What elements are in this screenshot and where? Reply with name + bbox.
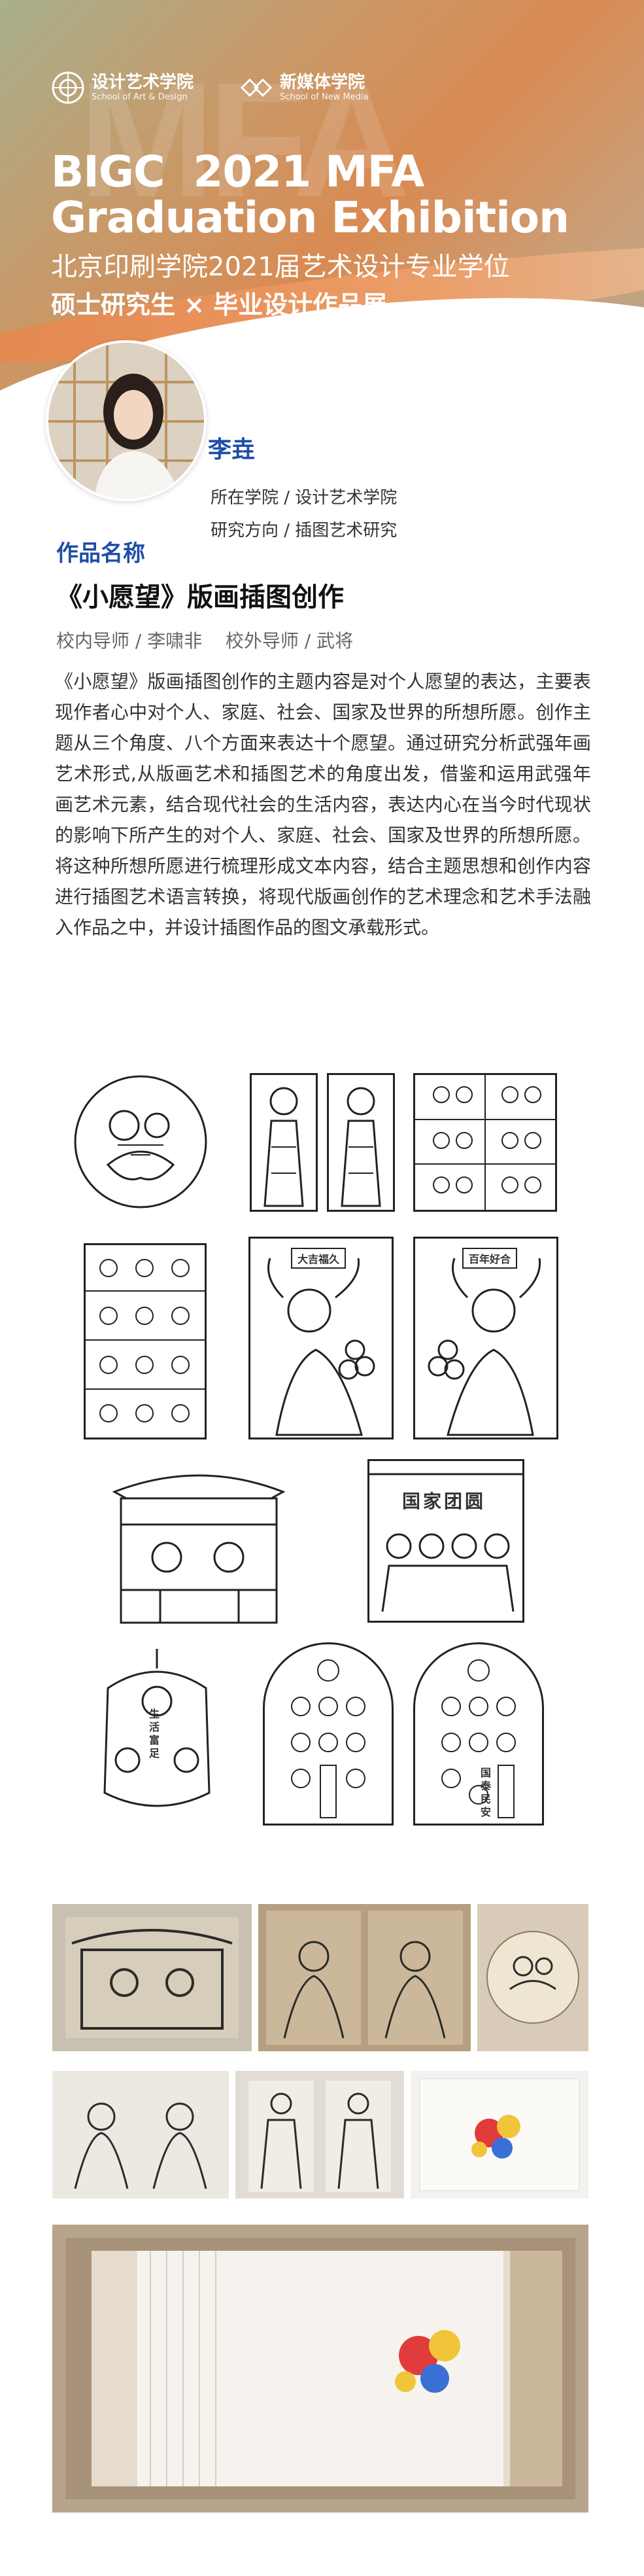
- woodblock-pair-image: [266, 1911, 463, 2045]
- artwork-lantern-shrine: [88, 1642, 226, 1826]
- artwork-national-reunion: 国家团圆: [367, 1459, 524, 1623]
- artwork-round-print: [72, 1073, 209, 1210]
- artwork-door-god-left: [250, 1073, 318, 1212]
- artwork-door-god-right: [327, 1073, 395, 1212]
- national-reunion-figures: [369, 1473, 522, 1612]
- title-line-1: BIGC 2021 MFA: [51, 147, 424, 197]
- book-spread-image: [65, 2238, 575, 2499]
- photo-woodblock-pair: [258, 1904, 471, 2051]
- vertical-label-b: 国泰民安: [481, 1767, 492, 1818]
- student-school: 所在学院 / 设计艺术学院: [211, 488, 398, 508]
- guojia-label: 国家团圆: [402, 1491, 486, 1512]
- arch-figures-a: [291, 1659, 365, 1818]
- logo-left-en: School of Art & Design: [92, 92, 188, 102]
- title-line-2: Graduation Exhibition: [51, 192, 569, 243]
- header-decoration: MFA: [78, 48, 411, 231]
- artwork-arch-figures-a: [263, 1642, 394, 1826]
- temple-gate-drawing: [112, 1474, 286, 1624]
- student-avatar: [46, 340, 207, 501]
- student-name: 李垚: [208, 436, 256, 463]
- print-balloon-image: [74, 2102, 207, 2189]
- advisors: 校内导师 / 李啸非 校外导师 / 武将: [56, 630, 354, 652]
- student-research-direction: 研究方向 / 插图艺术研究: [211, 521, 398, 540]
- artwork-family-grid: [413, 1073, 557, 1212]
- school-new-media-logo: 新媒体学院 School of New Media: [239, 71, 368, 105]
- photo-woodblock-temple: [52, 1904, 252, 2051]
- print-door-gods-image: [248, 2081, 391, 2192]
- artwork-temple-gate: [108, 1459, 290, 1629]
- logo-right-en: School of New Media: [280, 92, 369, 102]
- school-seal-icon: [52, 71, 84, 104]
- door-god-figure-right: [341, 1087, 381, 1207]
- balloon-boy-figure-b: [428, 1258, 541, 1436]
- banner-label-b: 百年好合: [462, 1248, 518, 1269]
- photo-color-print: [411, 2071, 588, 2198]
- balloon-boy-figure-a: [267, 1258, 375, 1436]
- vertical-label-a: 生活富足: [149, 1708, 160, 1759]
- color-print-image: [419, 2078, 580, 2191]
- artwork-arch-figures-b: [413, 1642, 544, 1826]
- work-title: 《小愿望》版画插图创作: [56, 582, 344, 612]
- logo-left-cn: 设计艺术学院: [92, 73, 194, 92]
- new-media-diamond-icon: [240, 78, 273, 97]
- family-grid-figures: [415, 1075, 555, 1210]
- artwork-balloon-boy-a: 大吉福久: [248, 1237, 394, 1439]
- door-god-figure-left: [263, 1087, 304, 1207]
- logo-right-cn: 新媒体学院: [280, 73, 365, 92]
- photo-book-spread: [52, 2225, 588, 2513]
- artwork-balloon-boy-b: 百年好合: [413, 1237, 558, 1439]
- subtitle-line-1: 北京印刷学院2021届艺术设计专业学位: [51, 252, 510, 282]
- portrait-illustration: [48, 343, 204, 499]
- photo-round-print: [477, 1904, 588, 2051]
- banner-label-a: 大吉福久: [291, 1248, 347, 1269]
- portrait-grid-figures: [86, 1259, 205, 1422]
- photo-print-balloon: [52, 2071, 229, 2198]
- woodblock-temple-image: [65, 1917, 239, 2038]
- work-description: 《小愿望》版画插图创作的主题内容是对个人愿望的表达，主要表现作者心中对个人、家庭…: [55, 671, 591, 938]
- round-print-photo: [486, 1931, 579, 2024]
- subtitle-line-2: 硕士研究生 × 毕业设计作品展: [51, 291, 388, 319]
- school-art-design-logo: 设计艺术学院 School of Art & Design: [51, 71, 194, 105]
- photo-print-door-gods: [235, 2071, 404, 2198]
- artwork-portrait-grid: [84, 1243, 207, 1439]
- exhibition-title-en: BIGC 2021 MFA Graduation Exhibition: [51, 149, 569, 241]
- work-name-label: 作品名称: [56, 540, 145, 567]
- arch-figures-b: [441, 1659, 516, 1818]
